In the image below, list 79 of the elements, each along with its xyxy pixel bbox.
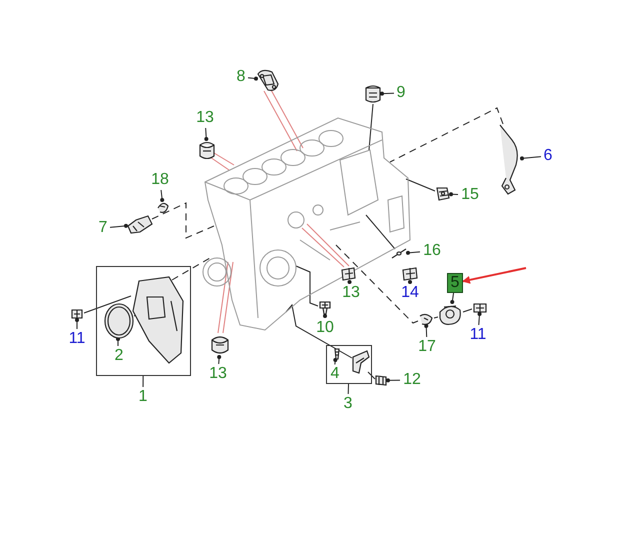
callout-number: 13 [339,283,363,303]
leader-line [348,384,349,394]
leader-line [116,337,120,346]
callout-number: 6 [541,146,555,166]
assembly-line [152,202,214,239]
callout-number: 13 [193,108,217,128]
bolt-drawing [374,374,388,387]
leader-line [450,292,454,304]
clip-drawing [156,200,170,215]
callout-number: 8 [234,67,248,87]
bolt-drawing [472,302,488,314]
leader-line [478,312,482,326]
callout-number: 4 [329,366,341,382]
assembly-line [296,266,318,306]
callout-number: 5 [447,273,463,293]
callout-number: 3 [341,394,355,414]
callout-number: 9 [394,83,408,103]
pin-drawing [333,347,341,361]
callout-number: 12 [400,370,424,390]
leader-line [386,378,400,382]
callout-number: 1 [136,387,150,407]
part-group-frame [326,345,372,384]
assembly-line [210,156,230,170]
assembly-line [264,90,298,152]
leader-line [520,156,542,160]
assembly-line [406,178,436,192]
leader-line [424,324,428,338]
part-group-frame [96,266,191,376]
seal-drawing [103,302,135,340]
leader-line [75,318,79,330]
callout-number: 13 [206,364,230,384]
callout-number: 16 [420,241,444,261]
assembly-line [366,214,396,250]
leader-line [408,280,412,284]
bracket-drawing [401,266,419,282]
assembly-line [434,316,438,318]
callout-number: 7 [96,218,110,238]
plug-drawing [364,84,382,104]
o-ring-drawing [390,247,408,260]
leader-line [217,355,222,364]
sensor-drawing [126,214,154,235]
plug-drawing [198,139,216,160]
assembly-line [332,242,418,324]
callout-number: 2 [113,347,125,365]
leader-line [406,250,420,255]
callout-number: 15 [458,185,482,205]
assembly-line [214,152,234,166]
leader-line [204,128,208,141]
assembly-line [462,308,472,312]
assembly-line [218,262,228,334]
arrow [462,267,526,284]
callout-number: 18 [148,170,172,190]
leader-line [348,280,352,284]
callout-number: 10 [313,318,337,338]
bolt-drawing [70,308,84,320]
callout-number: 14 [398,283,422,303]
leader-line [449,192,458,196]
assembly-line [368,372,376,380]
leader-line [110,224,128,228]
plug-drawing [435,186,451,202]
leader-line [142,376,144,388]
sensor-drawing [351,349,371,375]
callout-number: 17 [415,337,439,357]
assembly-line [390,107,504,162]
assembly-line [172,258,210,280]
bolt-drawing [318,300,332,316]
leader-line [160,190,164,202]
assembly-line [84,296,132,314]
leader-line [248,76,258,81]
leader-line [380,92,394,96]
ring-drawing [418,311,434,326]
callout-number: 11 [65,329,89,349]
bracket-drawing [340,266,357,282]
assembly-line [286,304,352,358]
leader-line [333,358,338,365]
assembly-line [222,262,234,334]
leader-line [323,314,327,318]
assembly-line [368,104,374,150]
callout-number: 11 [466,325,490,345]
